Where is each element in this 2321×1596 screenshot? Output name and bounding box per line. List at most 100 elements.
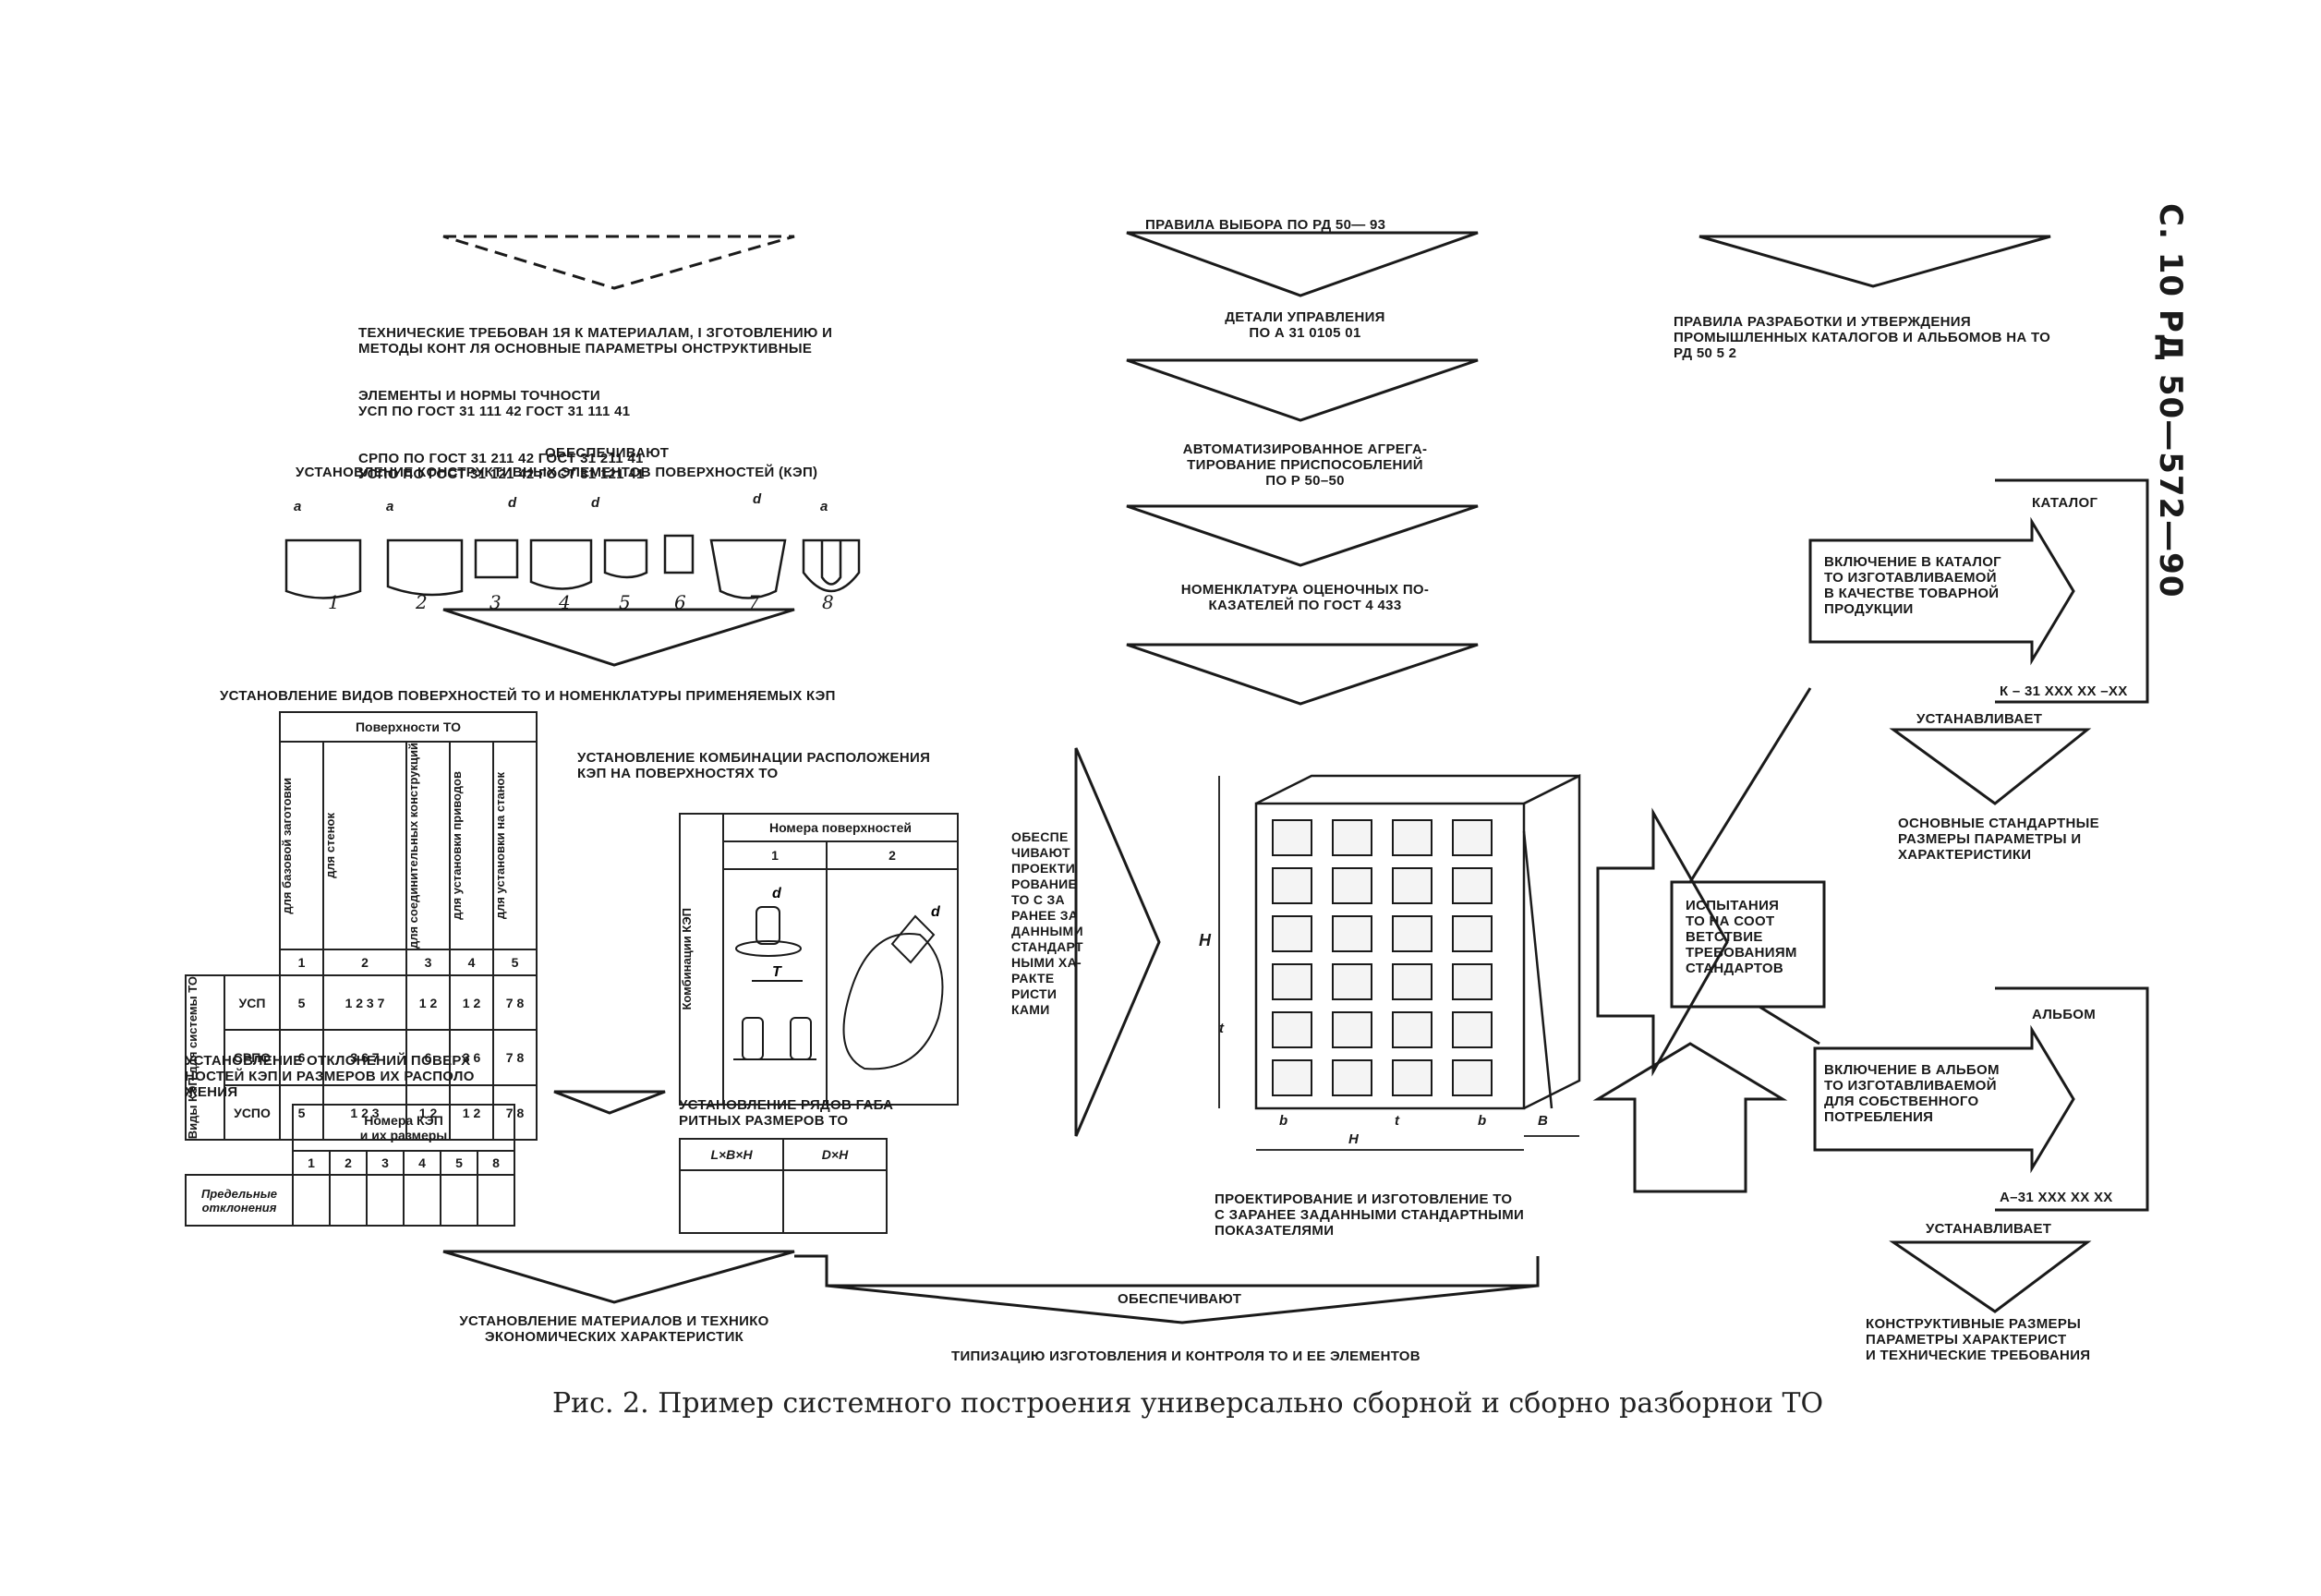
provide-design: ОБЕСПЕ ЧИВАЮТ ПРОЕКТИ РОВАНИЕ ТО С ЗА РА… bbox=[1011, 829, 1083, 1017]
fixture-cell bbox=[1392, 1059, 1432, 1096]
album-arrow bbox=[1813, 1024, 2075, 1174]
figure-caption: Рис. 2. Пример системного построения уни… bbox=[552, 1387, 1824, 1420]
arrow-center-1 bbox=[1126, 231, 1479, 297]
rows-title: УСТАНОВЛЕНИЕ РЯДОВ ГАБА РИТНЫХ РАЗМЕРОВ … bbox=[679, 1097, 894, 1129]
album-code: А–31 XXX XX XX bbox=[2000, 1190, 2113, 1205]
fixture-cell bbox=[1332, 867, 1372, 904]
fixture-cell bbox=[1452, 819, 1493, 856]
catalog-code: К – 31 XXX XX –XX bbox=[2000, 683, 2128, 699]
dim-H-vertical: H bbox=[1199, 931, 1212, 949]
arrow-deviation bbox=[553, 1090, 666, 1115]
combo-sketch-2: d bbox=[842, 904, 944, 1070]
fixture-cell bbox=[1392, 1011, 1432, 1048]
arrow-up bbox=[1592, 1042, 1788, 1193]
materials-label: УСТАНОВЛЕНИЕ МАТЕРИАЛОВ И ТЕХНИКО ЭКОНОМ… bbox=[459, 1313, 769, 1345]
catalog-include: ВКЛЮЧЕНИЕ В КАТАЛОГ ТО ИЗГОТАВЛИВАЕМОЙ В… bbox=[1824, 554, 2001, 617]
surfaces-header: Поверхности ТО bbox=[279, 711, 538, 743]
fixture-cell bbox=[1452, 1059, 1493, 1096]
fixture-cell bbox=[1332, 963, 1372, 1000]
fixture-cell bbox=[1392, 867, 1432, 904]
center-auto: АВТОМАТИЗИРОВАННОЕ АГРЕГА- ТИРОВАНИЕ ПРИ… bbox=[1182, 441, 1428, 489]
fixture-cell bbox=[1272, 1011, 1312, 1048]
design-label: ПРОЕКТИРОВАНИЕ И ИЗГОТОВЛЕНИЕ ТО С ЗАРАН… bbox=[1215, 1191, 1525, 1239]
dim-b: b bbox=[1279, 1113, 1288, 1129]
arrow-top-left bbox=[442, 235, 795, 290]
fixture-cell bbox=[1332, 1011, 1372, 1048]
fixture-cell bbox=[1332, 1059, 1372, 1096]
kep-dim-d-7: d bbox=[753, 491, 762, 507]
combo-table: Комбинации КЭП Номера поверхностей 1 2 d… bbox=[679, 813, 959, 1106]
combo-dim-d2: d bbox=[931, 904, 941, 920]
combo-dim-d: d bbox=[772, 886, 782, 901]
provide-bottom: ОБЕСПЕЧИВАЮТ bbox=[1118, 1291, 1242, 1307]
kep-sketches bbox=[284, 534, 861, 599]
dim-t: t bbox=[1395, 1113, 1400, 1129]
arrow-center-2 bbox=[1126, 358, 1479, 422]
dim-t-vertical: t bbox=[1219, 1021, 1225, 1036]
fixture-cell bbox=[1452, 867, 1493, 904]
provide-label-1: ОБЕСПЕЧИВАЮТ bbox=[545, 445, 670, 461]
center-nomenclature: НОМЕНКЛАТУРА ОЦЕНОЧНЫХ ПО- КАЗАТЕЛЕЙ ПО … bbox=[1180, 582, 1430, 613]
kep-dim-d-3: d bbox=[508, 495, 517, 511]
kep-dim-a-1: a bbox=[294, 499, 302, 514]
rows-table: L×B×H D×H bbox=[679, 1138, 888, 1234]
album-include: ВКЛЮЧЕНИЕ В АЛЬБОМ ТО ИЗГОТАВЛИВАЕМОЙ ДЛ… bbox=[1824, 1062, 2000, 1125]
deviation-title: УСТАНОВЛЕНИЕ ОТКЛОНЕНИЙ ПОВЕРХ НОСТЕЙ КЭ… bbox=[185, 1053, 475, 1100]
arrow-bottom-left bbox=[442, 1250, 795, 1304]
fixture-cell bbox=[1392, 963, 1432, 1000]
fixture-grid bbox=[1272, 819, 1493, 1096]
kep-dim-a-8: a bbox=[820, 499, 828, 514]
surfaces-table: Поверхности ТО для базовой заготовки для… bbox=[185, 711, 538, 1142]
fixture-cell bbox=[1272, 819, 1312, 856]
dim-B: B bbox=[1538, 1113, 1549, 1129]
kep-title: УСТАНОВЛЕНИЕ КОНСТРУКТИВНЫХ ЭЛЕМЕНТОВ ПО… bbox=[296, 465, 818, 480]
arrow-top-right bbox=[1698, 235, 2051, 288]
fixture-cell bbox=[1272, 1059, 1312, 1096]
arrow-provide bbox=[1074, 747, 1161, 1137]
fixture-block bbox=[1254, 773, 1581, 1110]
fixture-cell bbox=[1332, 819, 1372, 856]
testing-label: ИСПЫТАНИЯ ТО НА СООТ ВЕТСТВИЕ ТРЕБОВАНИЯ… bbox=[1686, 898, 1797, 976]
dim-H: H bbox=[1348, 1131, 1360, 1147]
fixture-dim-lines bbox=[1218, 776, 1579, 1151]
album-label: АЛЬБОМ bbox=[2032, 1007, 2097, 1022]
fixture-cell bbox=[1392, 819, 1432, 856]
catalog-down-arrow bbox=[1889, 728, 2092, 805]
fixture-cell bbox=[1392, 915, 1432, 952]
album-down-arrow bbox=[1889, 1240, 2092, 1313]
center-rules: ПРАВИЛА ВЫБОРА ПО РД 50— 93 bbox=[1145, 217, 1386, 233]
typing-label: ТИПИЗАЦИЮ ИЗГОТОВЛЕНИЯ И КОНТРОЛЯ ТО И Е… bbox=[951, 1348, 1420, 1364]
catalog-frame bbox=[1995, 478, 2149, 704]
fixture-cell bbox=[1272, 963, 1312, 1000]
fixture-cell bbox=[1272, 915, 1312, 952]
center-details: ДЕТАЛИ УПРАВЛЕНИЯ ПО А 31 0105 01 bbox=[1225, 309, 1385, 341]
tech-requirements: ТЕХНИЧЕСКИЕ ТРЕБОВАН 1Я К МАТЕРИАЛАМ, I … bbox=[358, 325, 833, 482]
combo-sketch-1: d T bbox=[733, 886, 816, 1060]
combo-dim-T: T bbox=[772, 964, 782, 980]
document-code: С. 10 РД 50—572—90 bbox=[2152, 203, 2189, 598]
arrow-center-3 bbox=[1126, 504, 1479, 567]
establish-1: УСТАНАВЛИВАЕТ bbox=[1916, 711, 2043, 727]
right-rules: ПРАВИЛА РАЗРАБОТКИ И УТВЕРЖДЕНИЯ ПРОМЫШЛ… bbox=[1674, 314, 2051, 361]
basic-dims: ОСНОВНЫЕ СТАНДАРТНЫЕ РАЗМЕРЫ ПАРАМЕТРЫ И… bbox=[1898, 816, 2099, 863]
fixture-cell bbox=[1332, 915, 1372, 952]
kep-dim-d-4: d bbox=[591, 495, 600, 511]
fixture-cell bbox=[1452, 915, 1493, 952]
constr-dims: КОНСТРУКТИВНЫЕ РАЗМЕРЫ ПАРАМЕТРЫ ХАРАКТЕ… bbox=[1866, 1316, 2091, 1363]
surfaces-title: УСТАНОВЛЕНИЕ ВИДОВ ПОВЕРХНОСТЕЙ ТО И НОМ… bbox=[220, 688, 836, 704]
combo-title: УСТАНОВЛЕНИЕ КОМБИНАЦИИ РАСПОЛОЖЕНИЯ КЭП… bbox=[577, 750, 931, 781]
arrow-kep bbox=[442, 608, 795, 667]
catalog-label: КАТАЛОГ bbox=[2032, 495, 2098, 511]
arrow-center-4 bbox=[1126, 643, 1479, 706]
album-frame bbox=[1995, 986, 2149, 1212]
dim-b-2: b bbox=[1478, 1113, 1487, 1129]
fixture-cell bbox=[1452, 963, 1493, 1000]
fixture-cell bbox=[1272, 867, 1312, 904]
establish-2: УСТАНАВЛИВАЕТ bbox=[1926, 1221, 2052, 1237]
catalog-arrow bbox=[1808, 516, 2075, 666]
kep-dim-a-2: a bbox=[386, 499, 394, 514]
arrow-bottom-main bbox=[794, 1254, 1540, 1288]
fixture-cell bbox=[1452, 1011, 1493, 1048]
